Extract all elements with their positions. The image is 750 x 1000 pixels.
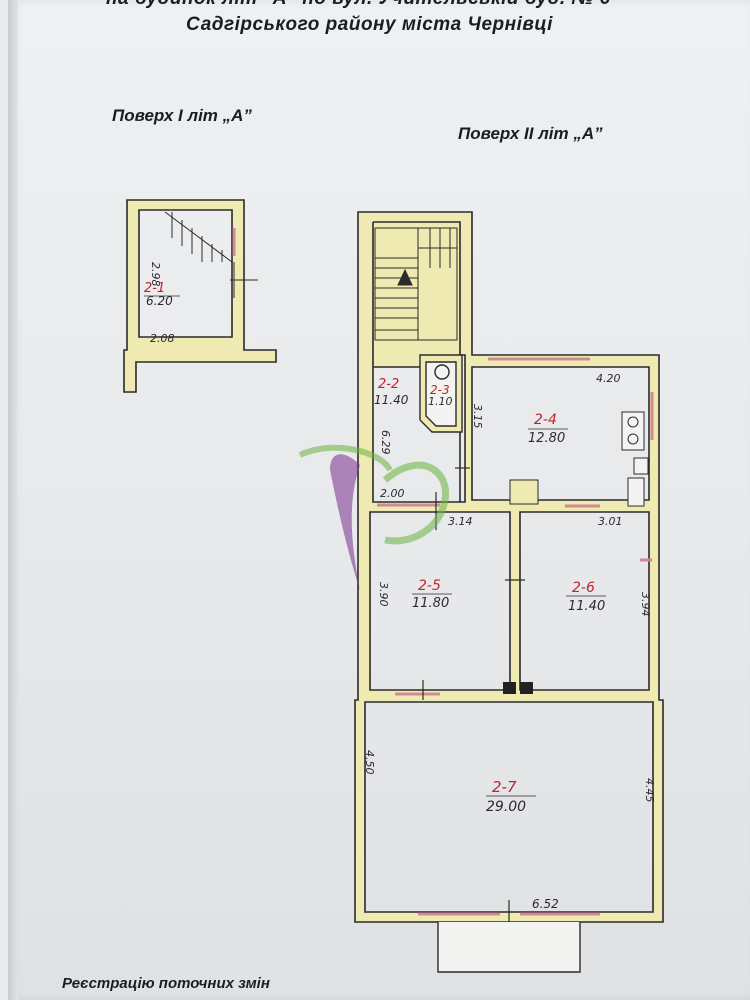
- dim-4-20: 4.20: [596, 372, 621, 385]
- dim-2-00: 2.00: [380, 487, 405, 500]
- dim-3-94: 3.94: [639, 592, 652, 617]
- room-2-7-id: 2-7: [492, 778, 517, 796]
- dim-2-08: 2.08: [150, 332, 175, 345]
- document-title-line1: на будинок літ "А" по вул. Учительській …: [106, 0, 611, 10]
- dim-6-29: 6.29: [379, 430, 392, 455]
- room-2-2-id: 2-2: [378, 377, 399, 392]
- stove-vents: [503, 682, 533, 694]
- dim-2-98: 2.98: [149, 262, 162, 287]
- floor1-stairs: [164, 211, 258, 298]
- floor1-title: Поверх I літ „А”: [112, 106, 252, 125]
- room-2-6-id: 2-6: [572, 580, 595, 596]
- dim-3-14: 3.14: [448, 515, 473, 528]
- room-2-4-id: 2-4: [534, 412, 557, 428]
- watermark-logo: [298, 444, 450, 590]
- footer-text: Реєстрацію поточних змін: [62, 975, 270, 992]
- room-2-5-id: 2-5: [418, 578, 441, 594]
- dim-4-50: 4.50: [363, 750, 376, 775]
- balcony: [437, 922, 581, 973]
- room-2-7-area: 29.00: [486, 799, 526, 815]
- dim-4-45: 4.45: [643, 778, 656, 803]
- room-2-5-area: 11.80: [412, 596, 449, 611]
- room-2-4-area: 12.80: [528, 431, 565, 446]
- room-2-1-id: 2-1: [144, 281, 165, 296]
- floor2-title: Поверх II літ „А”: [458, 124, 603, 143]
- document-title-line2: Садгірського району міста Чернівці: [186, 14, 553, 35]
- kitchen-stove: [621, 411, 649, 507]
- page-edge: [8, 0, 18, 1000]
- dim-3-01: 3.01: [598, 515, 623, 528]
- room-2-6-area: 11.40: [568, 599, 605, 614]
- floor2-stairs: [374, 227, 458, 341]
- room-2-1-area: 6.20: [146, 294, 173, 308]
- room-2-3-id: 2-3: [430, 383, 450, 397]
- room-2-2-area: 11.40: [374, 393, 409, 407]
- dim-3-15: 3.15: [471, 404, 484, 429]
- dim-3-90: 3.90: [377, 582, 390, 607]
- bathroom-walls: [419, 354, 463, 433]
- dim-6-52: 6.52: [532, 897, 559, 911]
- room-2-3-area: 1.10: [428, 395, 453, 408]
- floor1-walls: [123, 199, 277, 393]
- windows: [232, 228, 654, 916]
- chimney: [509, 479, 539, 505]
